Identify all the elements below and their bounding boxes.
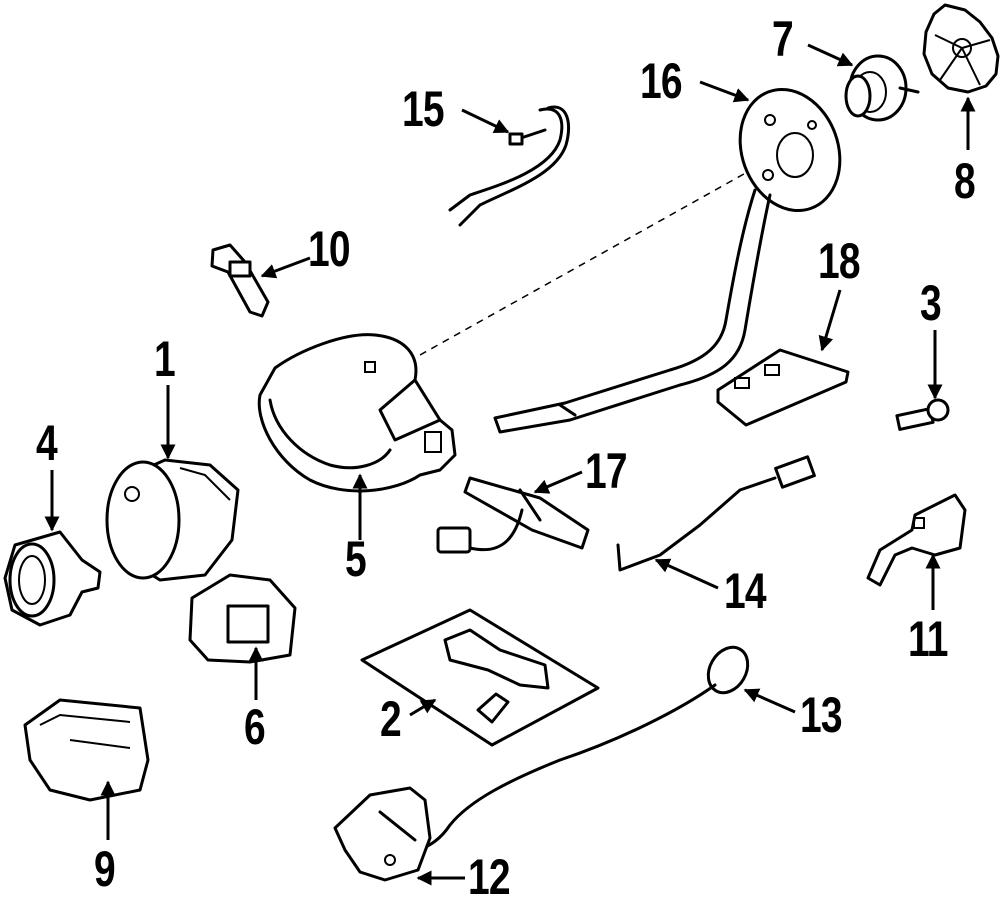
part-2-kit (360, 608, 600, 747)
callout-16: 16 (640, 53, 683, 109)
leader-17 (533, 470, 583, 494)
callout-6: 6 (244, 699, 266, 755)
part-7-connector (844, 54, 920, 122)
part-6-switch-module (188, 573, 297, 664)
callout-12: 12 (468, 849, 511, 905)
callout-3: 3 (920, 275, 942, 331)
part-5-shroud (257, 333, 457, 493)
part-9-module (23, 698, 150, 802)
part-1-lock-housing (105, 458, 240, 582)
part-11-latch (866, 493, 967, 587)
part-3-bolt (895, 398, 950, 431)
callout-10: 10 (308, 221, 351, 277)
leader-15 (461, 108, 510, 134)
leader-2 (409, 698, 437, 717)
callout-8: 8 (954, 153, 976, 209)
part-8-cam-wheel (922, 3, 1000, 94)
leader-14 (654, 558, 719, 590)
callout-1: 1 (154, 331, 176, 387)
callout-14: 14 (724, 563, 767, 619)
callout-15: 15 (402, 81, 445, 137)
callout-9: 9 (94, 841, 116, 897)
callout-2: 2 (380, 691, 402, 747)
callout-4: 4 (36, 415, 58, 471)
leader-7 (807, 43, 854, 67)
leader-18 (818, 289, 842, 352)
part-16-bracket (493, 87, 842, 434)
leader-16 (699, 80, 750, 103)
part-13-cable (418, 645, 750, 852)
callout-5: 5 (345, 531, 367, 587)
part-12-actuator (333, 786, 432, 882)
leader-10 (260, 256, 311, 279)
callout-18: 18 (818, 233, 861, 289)
part-18-pad (716, 348, 850, 427)
part-17-switch (436, 476, 590, 554)
callout-17: 17 (585, 443, 628, 499)
callout-13: 13 (800, 687, 843, 743)
part-4-bezel (3, 530, 102, 627)
part-10-sensor (210, 243, 270, 318)
leader-13 (743, 688, 796, 714)
callout-7: 7 (772, 11, 794, 67)
part-15-wire-clip (448, 105, 570, 227)
callout-11: 11 (908, 611, 948, 667)
part-14-rod (616, 455, 816, 572)
